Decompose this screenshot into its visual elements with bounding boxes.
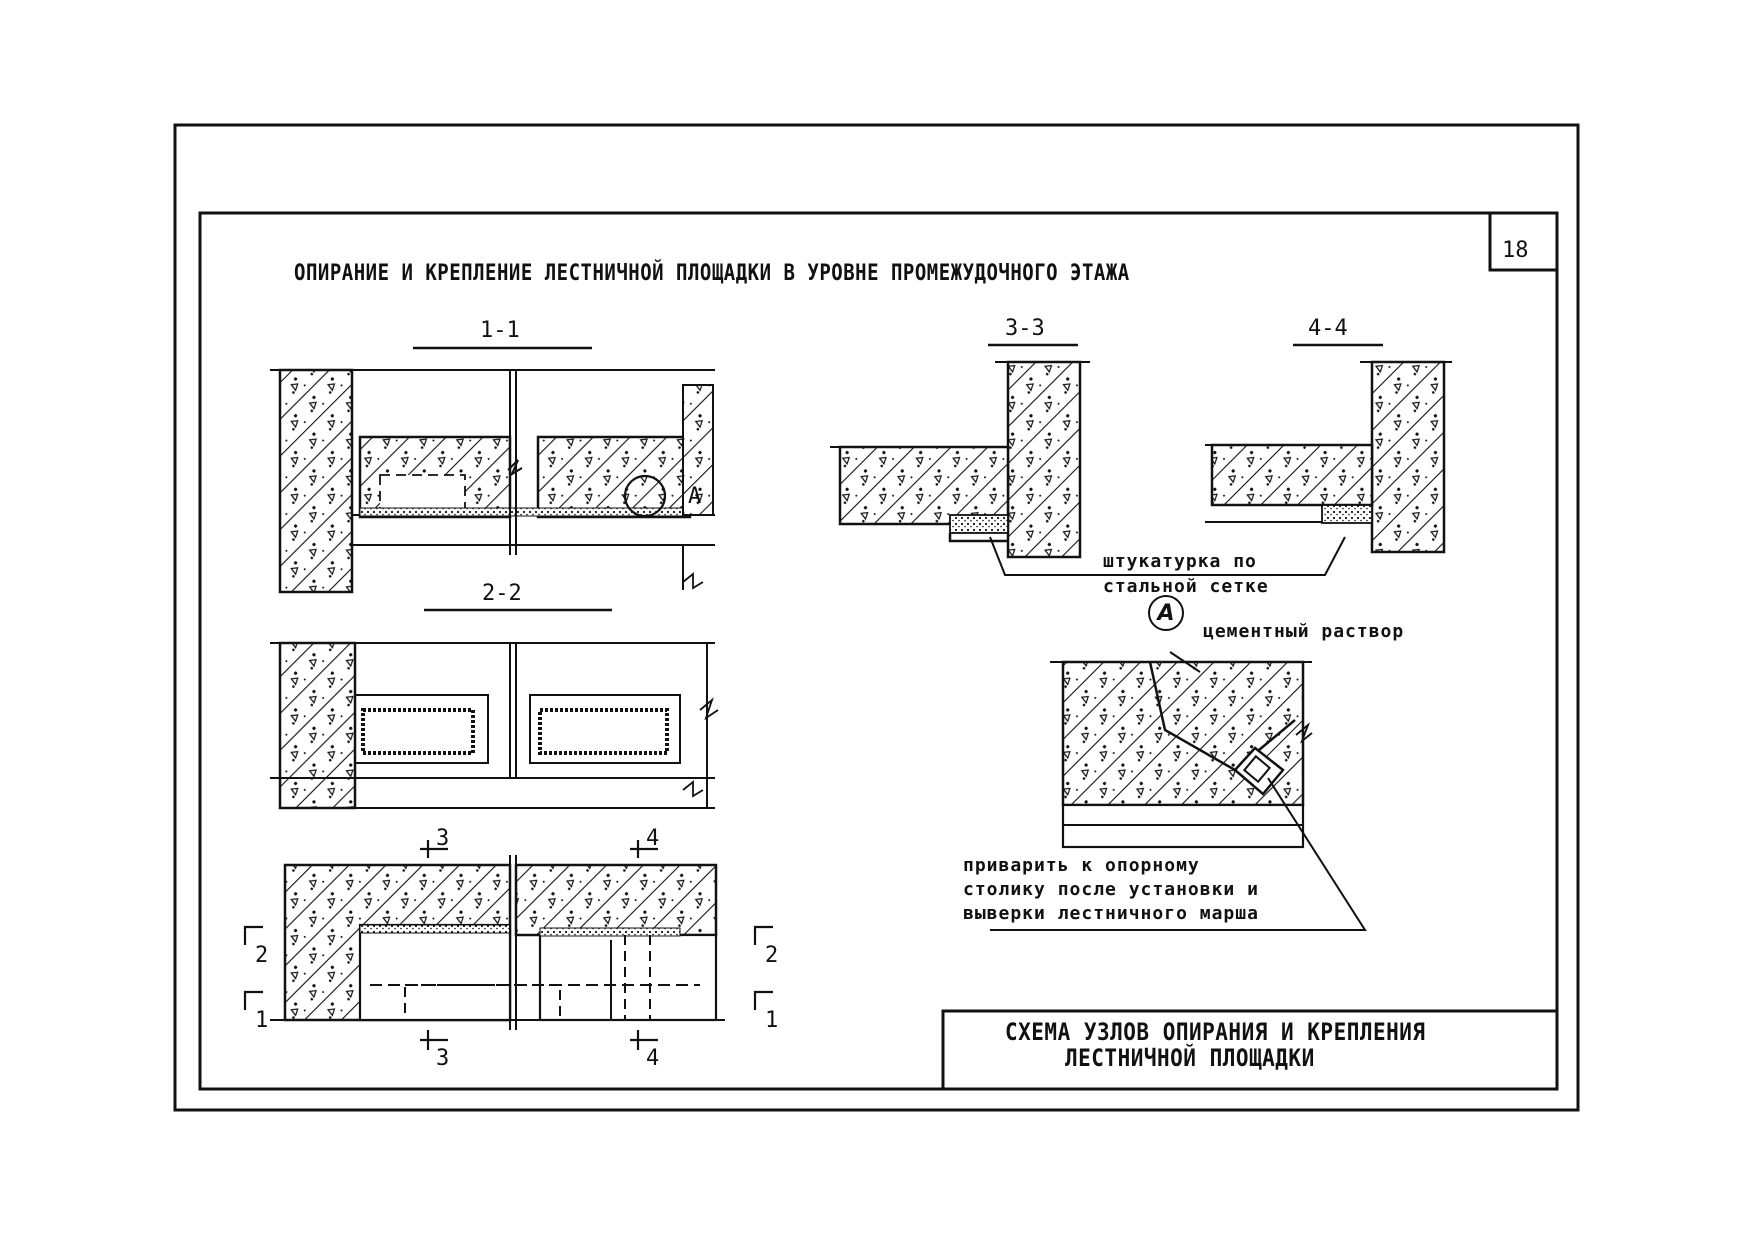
node-a-marker: A (688, 484, 702, 509)
stamp-title-line2: ЛЕСТНИЧНОЙ ПЛОЩАДКИ (1065, 1044, 1315, 1072)
stamp-title-line1: СХЕМА УЗЛОВ ОПИРАНИЯ И КРЕПЛЕНИЯ (1005, 1018, 1426, 1046)
weld-leader (990, 777, 1367, 931)
section-label-2-2: 2-2 (482, 581, 522, 606)
cut-marker-4-top: 4 (646, 826, 660, 851)
sheet-number-box (1488, 211, 1559, 272)
note-mortar: цементный раствор (1203, 621, 1405, 642)
section-label-3-3: 3-3 (1005, 316, 1045, 341)
detail-a-drawing (1050, 651, 1313, 849)
title-block (941, 1009, 1559, 1091)
section-label-4-4: 4-4 (1308, 316, 1348, 341)
cut-marker-4-bottom: 4 (646, 1046, 660, 1071)
cut-marker-1-left: 1 (255, 1008, 269, 1033)
note-plaster-line2: стальной сетке (1103, 576, 1269, 597)
cut-marker-2-left: 2 (255, 943, 269, 968)
plan-drawing (243, 840, 773, 1050)
note-plaster-line1: штукатурка по (1103, 551, 1257, 572)
outer-frame (173, 123, 1580, 1112)
plaster-leader (989, 536, 1346, 576)
section-1-1-drawing (270, 346, 715, 594)
section-label-1-1: 1-1 (480, 318, 520, 343)
note-weld-line1: приварить к опорному (963, 855, 1200, 876)
section-3-3-drawing (830, 343, 1090, 559)
section-4-4-drawing (1205, 343, 1452, 554)
sheet-title: ОПИРАНИЕ И КРЕПЛЕНИЕ ЛЕСТНИЧНОЙ ПЛОЩАДКИ… (294, 260, 1130, 286)
cut-marker-3-bottom: 3 (436, 1046, 450, 1071)
detail-a-callout: A (1148, 595, 1184, 631)
note-weld-line3: выверки лестничного марша (963, 903, 1259, 924)
inner-frame (198, 211, 1559, 1091)
note-weld-line2: столику после установки и (963, 879, 1259, 900)
sheet-number: 18 (1502, 238, 1529, 263)
cut-marker-3-top: 3 (436, 826, 450, 851)
section-2-2-drawing (270, 608, 719, 810)
cut-marker-2-right: 2 (765, 943, 779, 968)
cut-marker-1-right: 1 (765, 1008, 779, 1033)
